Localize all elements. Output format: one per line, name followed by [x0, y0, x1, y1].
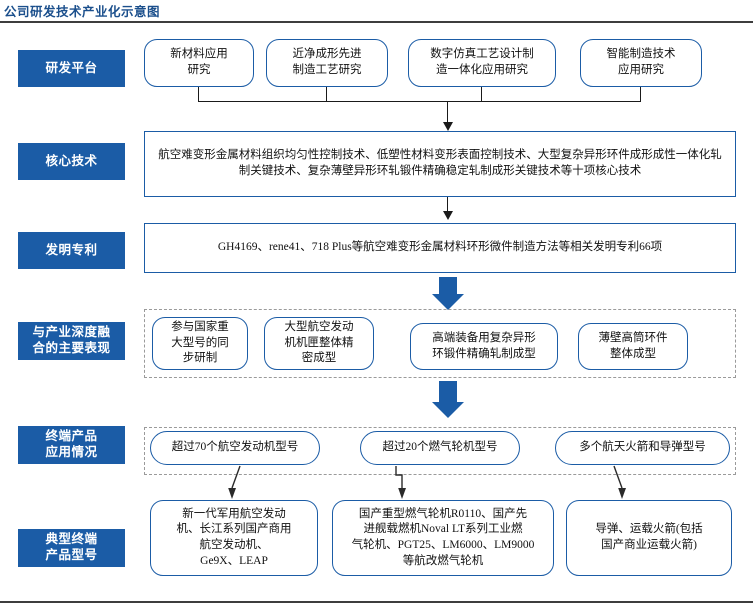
integration-card-1[interactable]: 参与国家重 大型号的同 步研制 — [152, 317, 248, 370]
title-divider — [0, 21, 753, 23]
integration-group — [144, 309, 736, 378]
connector-stub-1 — [198, 87, 200, 102]
card-text: 多个航天火箭和导弹型号 — [579, 441, 706, 454]
card-text: 导弹、运载火箭(包括 国产商业运载火箭) — [595, 523, 703, 551]
card-text: 近净成形先进 制造工艺研究 — [292, 48, 362, 76]
rd-platform-card-2[interactable]: 近净成形先进 制造工艺研究 — [266, 39, 388, 87]
rd-platform-card-1[interactable]: 新材料应用 研究 — [144, 39, 254, 87]
connector-stub-4 — [640, 87, 642, 102]
connector-drop-patents — [447, 197, 449, 213]
arrowhead-core-tech — [443, 122, 453, 131]
card-text: 大型航空发动 机机匣整体精 密成型 — [284, 321, 354, 365]
connector-app1-to-model1 — [228, 465, 241, 499]
integration-card-3[interactable]: 高端装备用复杂异形 环锻件精确轧制成型 — [410, 323, 558, 370]
patents-box[interactable]: GH4169、rene41、718 Plus等航空难变形金属材料环形微件制造方法… — [144, 223, 736, 273]
row-label-typical-models: 典型终端 产品型号 — [18, 529, 125, 567]
card-text: 数字仿真工艺设计制 造一体化应用研究 — [430, 48, 534, 76]
row-label-text: 典型终端 产品型号 — [45, 532, 98, 562]
row-label-applications: 终端产品 应用情况 — [18, 426, 125, 464]
row-label-patents: 发明专利 — [18, 232, 125, 269]
rd-platform-card-3[interactable]: 数字仿真工艺设计制 造一体化应用研究 — [408, 39, 556, 87]
core-technology-text: 航空难变形金属材料组织均匀性控制技术、低塑性材料变形表面控制技术、大型复杂异形环… — [158, 149, 722, 177]
patents-text: GH4169、rene41、718 Plus等航空难变形金属材料环形微件制造方法… — [217, 241, 663, 254]
row-label-text: 与产业深度融 合的主要表现 — [32, 325, 111, 355]
footer-divider — [0, 601, 753, 603]
typical-model-card-3[interactable]: 导弹、运载火箭(包括 国产商业运载火箭) — [566, 500, 732, 576]
card-text: 新一代军用航空发动 机、长江系列国产商用 航空发动机、 Ge9X、LEAP — [176, 507, 292, 567]
card-text: 薄壁高筒环件 整体成型 — [598, 331, 668, 360]
row-label-core-tech: 核心技术 — [18, 143, 125, 180]
applications-group — [144, 427, 736, 475]
row-label-text: 终端产品 应用情况 — [45, 429, 98, 459]
application-card-2[interactable]: 超过20个燃气轮机型号 — [360, 431, 520, 465]
card-text: 超过70个航空发动机型号 — [171, 441, 299, 454]
row-label-rd-platform: 研发平台 — [18, 50, 125, 87]
connector-stub-2 — [326, 87, 328, 102]
connector-bus — [198, 101, 641, 103]
connector-stub-3 — [481, 87, 483, 102]
flow-arrow-integration-to-applications — [432, 381, 464, 418]
application-card-1[interactable]: 超过70个航空发动机型号 — [150, 431, 320, 465]
flow-arrow-patents-to-integration — [432, 277, 464, 310]
card-text: 国产重型燃气轮机R0110、国产先 进舰载燃机Noval LT系列工业燃 气轮机… — [351, 507, 535, 567]
row-label-integration: 与产业深度融 合的主要表现 — [18, 322, 125, 360]
arrowhead-patents — [443, 211, 453, 220]
row-label-text: 研发平台 — [45, 60, 98, 75]
card-text: 高端装备用复杂异形 环锻件精确轧制成型 — [432, 331, 536, 360]
rd-platform-card-4[interactable]: 智能制造技术 应用研究 — [580, 39, 702, 87]
card-text: 新材料应用 研究 — [170, 48, 228, 76]
application-card-3[interactable]: 多个航天火箭和导弹型号 — [555, 431, 730, 465]
connector-app2-to-model2 — [395, 466, 406, 499]
connector-app3-to-model3 — [613, 465, 626, 499]
integration-card-2[interactable]: 大型航空发动 机机匣整体精 密成型 — [264, 317, 374, 370]
typical-model-card-1[interactable]: 新一代军用航空发动 机、长江系列国产商用 航空发动机、 Ge9X、LEAP — [150, 500, 318, 576]
connector-drop-core — [447, 101, 449, 124]
page-title: 公司研发技术产业化示意图 — [4, 5, 161, 19]
core-technology-box[interactable]: 航空难变形金属材料组织均匀性控制技术、低塑性材料变形表面控制技术、大型复杂异形环… — [144, 131, 736, 197]
row-label-text: 发明专利 — [45, 242, 98, 257]
card-text: 参与国家重 大型号的同 步研制 — [171, 321, 229, 365]
card-text: 智能制造技术 应用研究 — [606, 48, 676, 76]
row-label-text: 核心技术 — [45, 153, 98, 168]
integration-card-4[interactable]: 薄壁高筒环件 整体成型 — [578, 323, 688, 370]
typical-model-card-2[interactable]: 国产重型燃气轮机R0110、国产先 进舰载燃机Noval LT系列工业燃 气轮机… — [332, 500, 554, 576]
card-text: 超过20个燃气轮机型号 — [382, 441, 498, 454]
